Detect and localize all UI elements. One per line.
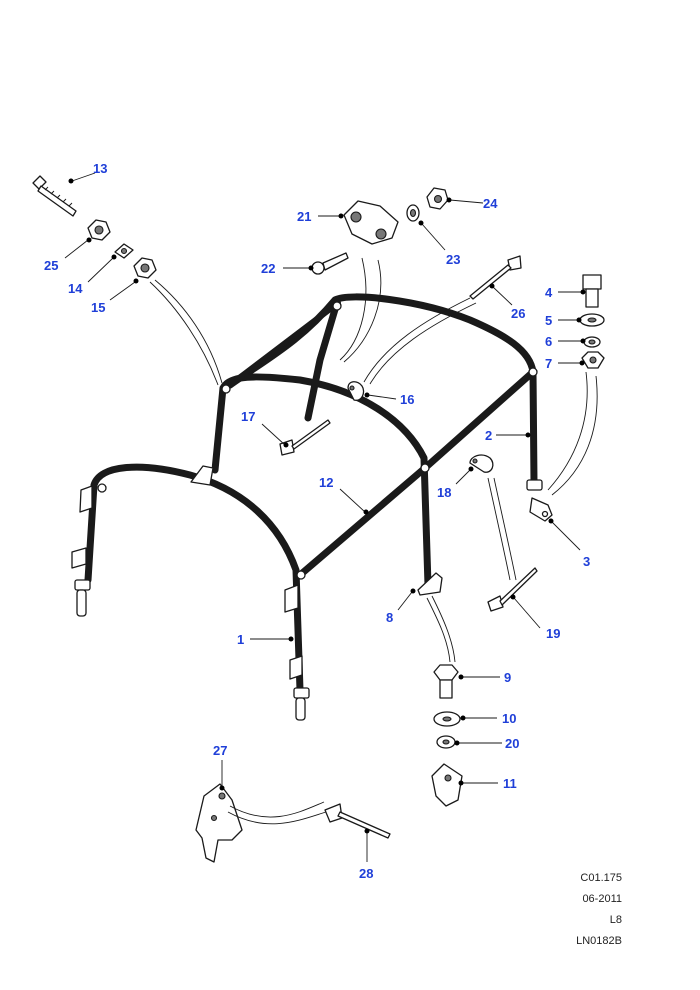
callout-numbers: 13 25 14 15 21 22 23 24 26 4 5 6 7 16 17… xyxy=(44,161,590,881)
washer-10 xyxy=(433,711,461,727)
rivet-17 xyxy=(279,419,331,456)
spring-washer-6 xyxy=(583,336,601,348)
callout-11: 11 xyxy=(503,776,517,791)
square-nut-14 xyxy=(114,243,134,259)
callout-24: 24 xyxy=(483,196,498,211)
callout-25: 25 xyxy=(44,258,58,273)
callout-19: 19 xyxy=(546,626,560,641)
callout-3: 3 xyxy=(583,554,590,569)
clip-18 xyxy=(469,454,494,473)
callout-26: 26 xyxy=(511,306,525,321)
callout-27: 27 xyxy=(213,743,227,758)
spring-washer-20 xyxy=(436,735,456,749)
screw-22 xyxy=(311,252,349,275)
nut-7 xyxy=(581,351,605,369)
hoop-brackets xyxy=(71,301,538,680)
bracket-21 xyxy=(343,200,399,245)
callout-20: 20 xyxy=(505,736,519,751)
rear-hoop xyxy=(226,293,538,486)
callout-5: 5 xyxy=(545,313,552,328)
bolt-13 xyxy=(32,175,77,217)
callout-10: 10 xyxy=(502,711,516,726)
rivet-26 xyxy=(469,255,522,300)
callout-7: 7 xyxy=(545,356,552,371)
reference-section: L8 xyxy=(609,914,622,926)
bolt-4 xyxy=(582,274,602,308)
callout-4: 4 xyxy=(545,285,553,300)
front-hoop xyxy=(84,463,304,694)
rivet-19 xyxy=(487,567,538,612)
callout-8: 8 xyxy=(386,610,393,625)
side-rail xyxy=(296,368,537,579)
diagonal-strut xyxy=(227,300,341,422)
nut-25 xyxy=(87,219,111,241)
callout-2: 2 xyxy=(485,428,492,443)
callout-21: 21 xyxy=(297,209,311,224)
reference-illustration: LN0182B xyxy=(576,935,622,947)
callout-14: 14 xyxy=(68,281,83,296)
callout-18: 18 xyxy=(437,485,451,500)
callout-28: 28 xyxy=(359,866,373,881)
washer-23 xyxy=(406,204,420,222)
assembly-lines xyxy=(149,257,598,825)
callout-13: 13 xyxy=(93,161,107,176)
nut-15 xyxy=(133,257,157,279)
reference-code: C01.175 xyxy=(580,872,622,884)
callout-6: 6 xyxy=(545,334,552,349)
bracket-11 xyxy=(431,763,463,807)
plate-27 xyxy=(195,783,243,863)
bolt-9 xyxy=(433,664,459,699)
callout-17: 17 xyxy=(241,409,255,424)
rivet-28 xyxy=(324,803,391,839)
callout-1: 1 xyxy=(237,632,244,647)
callout-leaders xyxy=(64,172,586,862)
callout-22: 22 xyxy=(261,261,275,276)
clip-16 xyxy=(347,381,365,401)
callout-12: 12 xyxy=(319,475,333,490)
reference-date: 06-2011 xyxy=(582,893,622,905)
callout-16: 16 xyxy=(400,392,414,407)
callout-15: 15 xyxy=(91,300,105,315)
nut-24 xyxy=(426,187,449,210)
callout-9: 9 xyxy=(504,670,511,685)
hoop-leg-ends xyxy=(74,479,553,721)
callout-23: 23 xyxy=(446,252,460,267)
hood-frame xyxy=(71,293,553,721)
washer-5 xyxy=(579,313,605,327)
